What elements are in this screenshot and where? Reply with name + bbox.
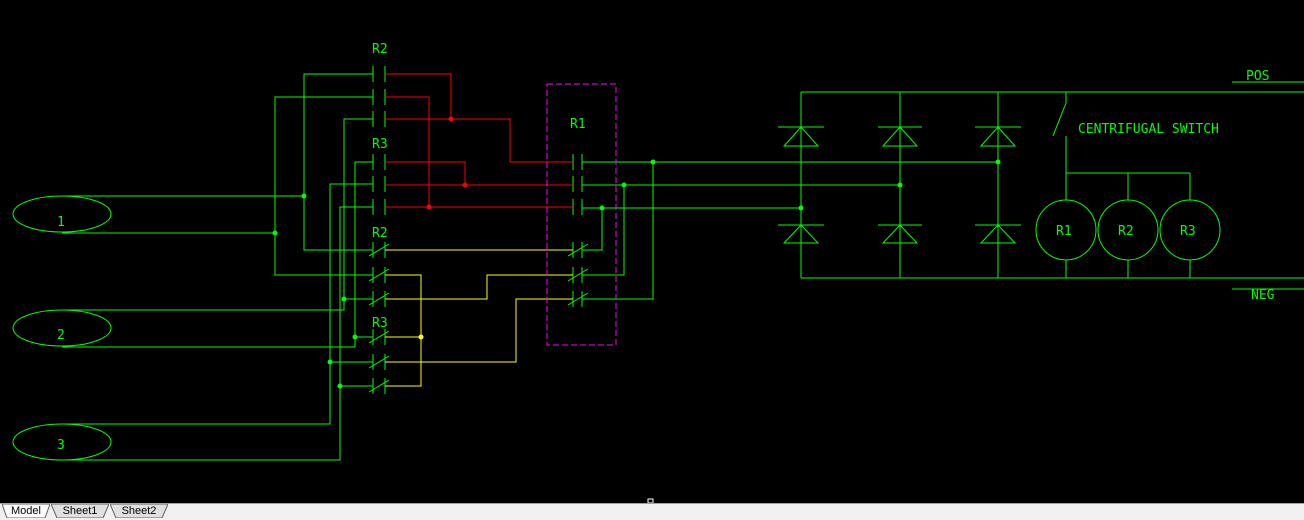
neg-label: NEG	[1251, 288, 1275, 303]
phase-label-1: 1	[57, 215, 65, 230]
relay-label-r1-box: R1	[570, 117, 586, 132]
layout-tab-bar: Model Sheet1 Sheet2	[0, 503, 1304, 520]
drawing-canvas[interactable]: R2 R3 R1 R2 R3 POS NEG CENTRIFUGAL SWITC…	[0, 0, 1304, 503]
pos-label: POS	[1246, 69, 1269, 84]
centrifugal-switch-label: CENTRIFUGAL SWITCH	[1078, 122, 1219, 137]
yellow-wires	[385, 249, 573, 387]
cursor-marker-icon	[647, 498, 654, 503]
tab-sheet2[interactable]: Sheet2	[110, 504, 168, 518]
r1-relay-box[interactable]	[546, 83, 617, 346]
tab-model[interactable]: Model	[2, 504, 50, 518]
relay-label-r3-mid: R3	[372, 316, 388, 331]
relay-label-r2-top: R2	[372, 42, 388, 57]
tab-sheet1[interactable]: Sheet1	[51, 504, 109, 518]
relay-label-r2-mid: R2	[372, 226, 388, 241]
coil-label-r3: R3	[1180, 224, 1196, 239]
bridge-rectifier	[778, 91, 1304, 279]
diode-icon	[778, 126, 1021, 244]
coil-circuit	[1035, 81, 1304, 290]
phase-label-3: 3	[57, 438, 65, 453]
phase-label-2: 2	[57, 328, 65, 343]
coil-label-r2: R2	[1118, 224, 1134, 239]
red-wires	[385, 73, 573, 208]
r1-contacts	[567, 154, 589, 307]
relay-label-r3-top: R3	[372, 137, 388, 152]
junction-dots	[272, 159, 1001, 389]
centrifugal-switch-icon	[1052, 102, 1067, 137]
coil-label-r1: R1	[1056, 224, 1072, 239]
